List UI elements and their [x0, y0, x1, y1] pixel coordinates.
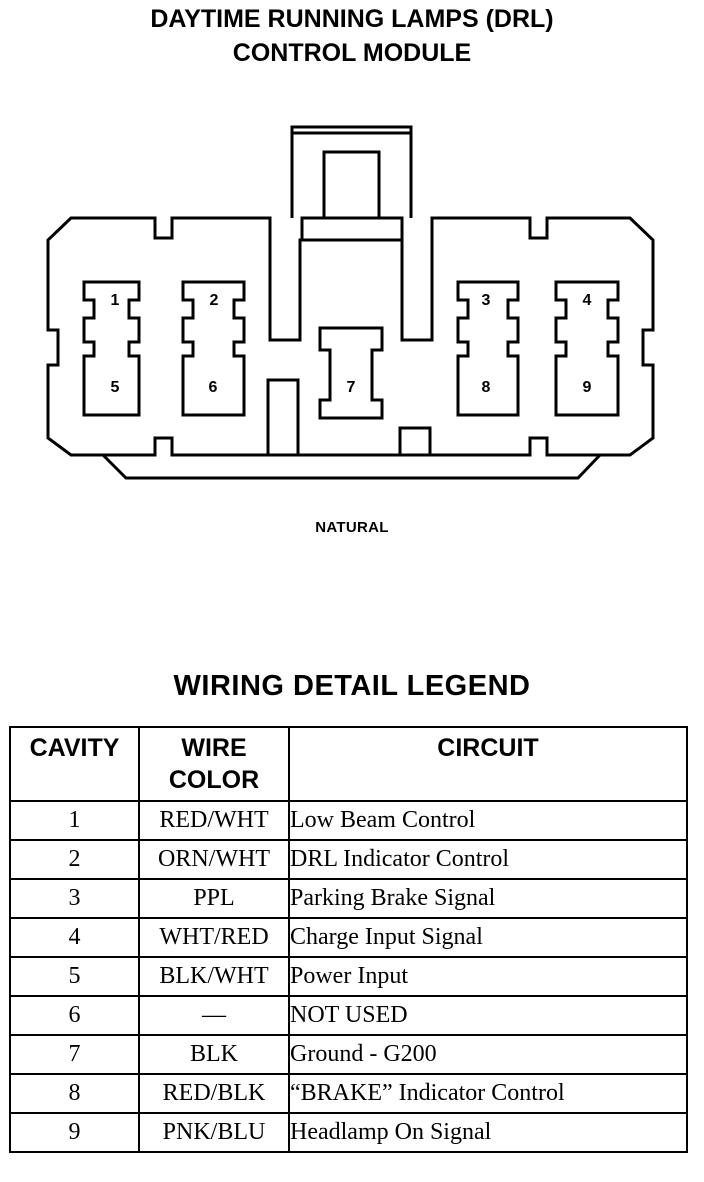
- wire-color-cell: ORN/WHT: [138, 839, 290, 880]
- wire-color-cell: WHT/RED: [138, 917, 290, 958]
- cavity-7: [318, 326, 384, 420]
- header-wire-color-line1: WIRE: [181, 734, 247, 762]
- connector-color-label: NATURAL: [315, 519, 389, 536]
- cavity-cell: 3: [9, 878, 140, 919]
- wire-color-cell: —: [138, 995, 290, 1036]
- connector-housing: [46, 216, 655, 457]
- header-cavity: CAVITY: [9, 726, 140, 802]
- cavity-1-5: [82, 280, 141, 417]
- cavity-number-3: 3: [482, 292, 491, 309]
- cavity-number-5: 5: [111, 379, 120, 396]
- wire-color-cell: BLK/WHT: [138, 956, 290, 997]
- cavity-number-8: 8: [482, 379, 491, 396]
- cavity-cell: 4: [9, 917, 140, 958]
- circuit-cell: Ground - G200: [288, 1034, 688, 1075]
- circuit-cell: Parking Brake Signal: [288, 878, 688, 919]
- cavity-cell: 5: [9, 956, 140, 997]
- cavity-number-6: 6: [209, 379, 218, 396]
- cavity-cell: 7: [9, 1034, 140, 1075]
- connector-diagram: 1 2 3 4 5 6 7 8 9: [46, 125, 655, 480]
- cavity-number-4: 4: [583, 292, 592, 309]
- cavity-2-6: [181, 280, 246, 417]
- diagram-title-line-1: DAYTIME RUNNING LAMPS (DRL): [150, 5, 554, 33]
- cavity-3-8: [456, 280, 520, 417]
- connector-latch: [290, 125, 413, 135]
- header-circuit: CIRCUIT: [288, 726, 688, 802]
- table-header-row: CAVITY WIRE COLOR CIRCUIT: [9, 726, 688, 802]
- wire-color-cell: PNK/BLU: [138, 1112, 290, 1153]
- legend-title: WIRING DETAIL LEGEND: [173, 670, 531, 702]
- cavity-4-9: [554, 280, 620, 417]
- cavity-number-7: 7: [347, 379, 356, 396]
- cavity-cell: 1: [9, 800, 140, 841]
- wire-color-cell: BLK: [138, 1034, 290, 1075]
- cavity-number-2: 2: [210, 292, 219, 309]
- header-wire-color-line2: COLOR: [168, 766, 260, 794]
- circuit-cell: Power Input: [288, 956, 688, 997]
- wire-color-cell: PPL: [138, 878, 290, 919]
- circuit-cell: Charge Input Signal: [288, 917, 688, 958]
- wire-color-cell: RED/BLK: [138, 1073, 290, 1114]
- circuit-cell: Headlamp On Signal: [288, 1112, 688, 1153]
- circuit-cell: DRL Indicator Control: [288, 839, 688, 880]
- cavity-cell: 2: [9, 839, 140, 880]
- cavity-cell: 6: [9, 995, 140, 1036]
- circuit-cell: NOT USED: [288, 995, 688, 1036]
- wire-color-cell: RED/WHT: [138, 800, 290, 841]
- cavity-cell: 9: [9, 1112, 140, 1153]
- cavity-number-9: 9: [583, 379, 592, 396]
- cavity-number-1: 1: [111, 292, 120, 309]
- circuit-cell: “BRAKE” Indicator Control: [288, 1073, 688, 1114]
- header-wire-color: WIRE COLOR: [138, 726, 290, 802]
- table-row: 6—NOT USED: [9, 995, 688, 1036]
- cavity-cell: 8: [9, 1073, 140, 1114]
- circuit-cell: Low Beam Control: [288, 800, 688, 841]
- diagram-title-line-2: CONTROL MODULE: [232, 39, 472, 67]
